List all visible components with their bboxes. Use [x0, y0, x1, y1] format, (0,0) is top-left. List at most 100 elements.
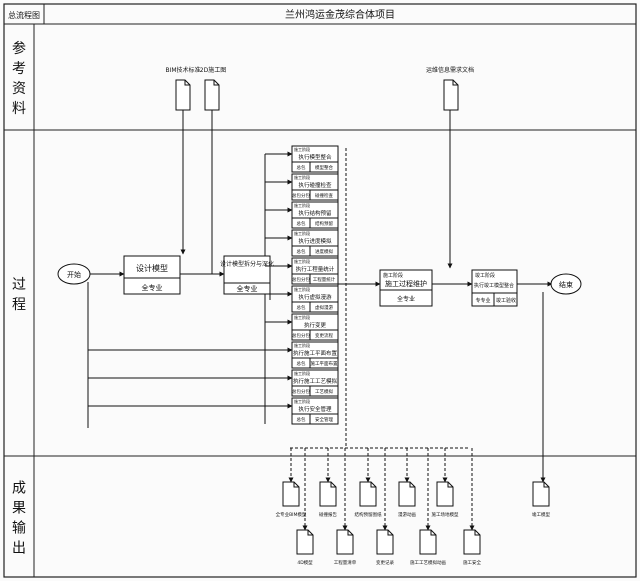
end-node: 结束 — [550, 273, 582, 295]
task-right: 结构预留 — [315, 220, 333, 227]
output-doc-icon-0 — [282, 481, 300, 507]
svg-text:程: 程 — [12, 297, 26, 313]
reference-label-0: BIM技术标准 — [165, 66, 200, 74]
task-title: 执行安全管理 — [298, 405, 332, 413]
completion-tag: 竣工阶段 — [475, 272, 495, 279]
task-right: 虚拟漫游 — [315, 304, 333, 311]
page-title: 兰州鸿运金茂综合体项目 — [285, 8, 395, 21]
task-left: 总包分包 — [292, 276, 310, 283]
output-doc-icon-10 — [532, 481, 550, 507]
reference-label-1: 2D施工图 — [200, 66, 226, 74]
svg-text:输: 输 — [12, 521, 26, 537]
design-model-box: 设计模型 全专业 — [123, 255, 181, 295]
output-doc-icon-9 — [463, 529, 481, 555]
task-left: 总包分包 — [292, 332, 310, 339]
completion-box: 竣工阶段 执行竣工模型整合 专专业 竣工验收 — [471, 269, 518, 307]
construction-sub: 全专业 — [397, 295, 415, 303]
task-left: 总包 — [297, 360, 306, 367]
completion-sub2: 竣工验收 — [496, 297, 516, 304]
task-box-6: 施工阶段执行变更总包分包变更流程 — [265, 313, 339, 341]
task-right: 施工平面布置 — [311, 360, 338, 367]
start-label: 开始 — [67, 270, 81, 279]
svg-text:考: 考 — [12, 61, 26, 77]
task-right: 进度模拟 — [315, 248, 333, 255]
output-label-4: 施工场地模型 — [432, 511, 459, 518]
construction-box: 施工阶段 施工过程维护 全专业 — [379, 269, 433, 307]
output-label-5: 4D模型 — [297, 559, 313, 566]
task-box-8: 施工阶段执行施工工艺模拟总包分包工艺模拟 — [265, 369, 339, 397]
svg-text:资: 资 — [12, 81, 26, 97]
start-node: 开始 — [57, 263, 91, 285]
task-box-2: 施工阶段执行结构预留总包结构预留 — [265, 201, 339, 229]
reference-doc-icon-1 — [204, 79, 220, 111]
header-left-label: 总流程图 — [8, 10, 40, 20]
task-box-4: 施工阶段执行工程量统计总包分包工程量统计 — [265, 257, 339, 285]
output-doc-icon-8 — [419, 529, 437, 555]
deepen-model-box: 设计模型拆分与深化 全专业 — [220, 255, 274, 295]
output-label-2: 结构预留图纸 — [355, 511, 382, 518]
task-title: 执行变更 — [304, 321, 327, 329]
reference-doc-icon-2 — [443, 79, 459, 111]
task-right: 模型整合 — [315, 164, 333, 171]
svg-text:成: 成 — [12, 481, 26, 497]
deepen-model-sub: 全专业 — [237, 284, 258, 293]
svg-text:料: 料 — [12, 101, 26, 117]
output-label-8: 施工工艺模拟动画 — [410, 559, 446, 566]
output-doc-icon-7 — [376, 529, 394, 555]
task-right: 安全管理 — [315, 416, 333, 423]
task-title: 执行模型整合 — [298, 153, 332, 161]
task-right: 工程量统计 — [313, 276, 336, 283]
task-left: 总包 — [297, 304, 306, 311]
outer-frame — [3, 3, 637, 578]
task-tag: 施工阶段 — [294, 370, 310, 376]
task-left: 总包 — [297, 416, 306, 423]
task-left: 总包 — [297, 248, 306, 255]
task-right: 工艺模拟 — [315, 388, 333, 395]
construction-tag: 施工阶段 — [383, 272, 403, 279]
task-title: 执行工程量统计 — [296, 265, 335, 273]
lane-label-1: 过程 — [12, 277, 26, 313]
output-label-10: 竣工模型 — [532, 511, 550, 518]
completion-sub1: 专专业 — [475, 297, 490, 304]
output-doc-icon-3 — [398, 481, 416, 507]
task-tag: 施工阶段 — [294, 146, 310, 152]
output-label-6: 工程量清单 — [334, 559, 357, 566]
task-left: 总包分包 — [292, 388, 310, 395]
construction-title: 施工过程维护 — [385, 279, 427, 288]
task-box-7: 施工阶段执行施工平面布置总包施工平面布置 — [265, 341, 339, 369]
output-doc-icon-5 — [296, 529, 314, 555]
svg-text:果: 果 — [12, 501, 26, 517]
task-tag: 施工阶段 — [294, 286, 310, 292]
task-title: 执行施工工艺模拟 — [293, 377, 338, 385]
output-doc-icon-4 — [436, 481, 454, 507]
task-title: 执行进度模拟 — [298, 237, 332, 245]
reference-doc-icon-0 — [175, 79, 191, 111]
output-doc-icon-1 — [319, 481, 337, 507]
task-title: 执行虚拟漫游 — [298, 293, 332, 301]
output-doc-icon-6 — [336, 529, 354, 555]
completion-title: 执行竣工模型整合 — [474, 282, 514, 289]
svg-text:参: 参 — [12, 40, 26, 57]
design-model-title: 设计模型 — [136, 263, 168, 273]
task-tag: 施工阶段 — [294, 398, 310, 404]
task-tag: 施工阶段 — [294, 314, 310, 320]
task-left: 总包 — [297, 164, 306, 171]
output-label-3: 漫游动画 — [398, 511, 416, 518]
task-box-3: 施工阶段执行进度模拟总包进度模拟 — [265, 229, 339, 257]
task-tag: 施工阶段 — [294, 174, 310, 180]
task-box-1: 施工阶段执行碰撞检查总包分包碰撞检查 — [265, 173, 339, 201]
connectors — [87, 110, 553, 483]
task-title: 执行结构预留 — [298, 209, 332, 217]
output-label-7: 变更记录 — [376, 559, 394, 566]
task-tag: 施工阶段 — [294, 202, 310, 208]
end-label: 结束 — [559, 280, 573, 289]
task-tag: 施工阶段 — [294, 258, 310, 264]
